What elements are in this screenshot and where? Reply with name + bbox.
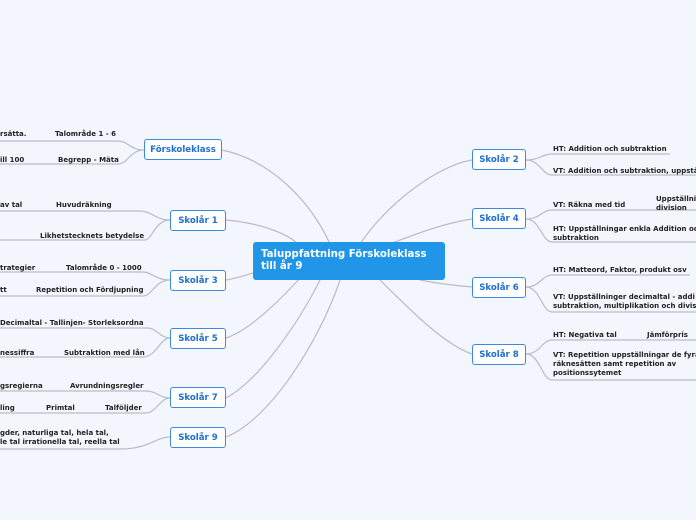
subtopic[interactable]: Begrepp - Mäta (58, 156, 119, 164)
node-skolar-9[interactable]: Skolår 9 (170, 427, 226, 448)
node-skolar-1[interactable]: Skolår 1 (170, 210, 226, 231)
subtopic[interactable]: Avrundningsregler (70, 382, 144, 390)
subtopic[interactable]: räknesätten samt repetition av (553, 360, 677, 368)
node-skolar-7[interactable]: Skolår 7 (170, 387, 226, 408)
link-skolar9 (225, 279, 341, 438)
subtopic[interactable]: Huvudräkning (56, 201, 112, 209)
subtopic[interactable]: VT: Repetition uppställningar de fyra (553, 351, 696, 359)
node-skolar-3[interactable]: Skolår 3 (170, 270, 226, 291)
central-title-line1: Taluppfattning Förskoleklass (261, 249, 427, 260)
subtopic[interactable]: division (656, 204, 687, 212)
subtopic[interactable]: ling (0, 404, 15, 412)
subtopic[interactable]: Subtraktion med lån (64, 349, 145, 357)
subtopic[interactable]: ill 100 (0, 156, 25, 164)
subtopic[interactable]: gsregierna (0, 382, 43, 390)
subtopic[interactable]: VT: Uppställninger decimaltal - addi (553, 293, 695, 301)
subtopic[interactable]: Repetition och Fördjupning (36, 286, 144, 294)
subtopic[interactable]: Talområde 0 - 1000 (66, 264, 142, 272)
node-skolar-4[interactable]: Skolår 4 (472, 208, 526, 229)
subtopic[interactable]: av tal (0, 201, 23, 209)
subtopic[interactable]: HT: Addition och subtraktion (553, 145, 667, 153)
node-forskoleklass[interactable]: Förskoleklass (144, 139, 222, 160)
subtopic[interactable]: Likhetstecknets betydelse (40, 232, 145, 240)
link-skolar4 (389, 218, 473, 245)
subtopic[interactable]: positionssytemet (553, 369, 622, 377)
subtopic[interactable]: Talföljder (105, 404, 142, 412)
subtopic[interactable]: subtraktion, multiplikation och divis (553, 302, 696, 310)
subtopic[interactable]: Primtal (46, 404, 75, 412)
central-title-line2: till år 9 (261, 261, 303, 272)
subtopic[interactable]: Jämförpris (647, 331, 688, 339)
subtopic[interactable]: HT: Uppställningar enkla Addition oc (553, 225, 696, 233)
node-skolar-8[interactable]: Skolår 8 (472, 344, 526, 365)
subtopic[interactable]: subtraktion (553, 234, 599, 242)
node-skolar-5[interactable]: Skolår 5 (170, 328, 226, 349)
subtopic[interactable]: VT: Räkna med tid (553, 201, 626, 209)
link-skolar8 (379, 279, 473, 355)
node-skolar-2[interactable]: Skolår 2 (472, 149, 526, 170)
subtopic[interactable]: Talområde 1 - 6 (55, 130, 116, 138)
subtopic[interactable]: le tal irrationella tal, reella tal (0, 438, 120, 446)
link-skolar7 (225, 279, 321, 399)
central-topic[interactable]: Taluppfattning Förskoleklass till år 9 (253, 242, 445, 280)
subtopic[interactable]: HT: Negativa tal (553, 331, 617, 339)
subtopic[interactable]: Decimaltal - Tallinjen- Storleksordna (0, 319, 144, 327)
subtopic[interactable]: tt (0, 286, 7, 294)
link-skolar1 (225, 219, 301, 247)
subtopic[interactable]: rsätta. (0, 130, 27, 138)
subtopic[interactable]: HT: Matteord, Faktor, produkt osv (553, 266, 687, 274)
link-skolar6 (419, 279, 473, 288)
link-skolar5 (225, 277, 301, 339)
link-forskoleklass (221, 149, 331, 245)
link-skolar2 (359, 159, 473, 245)
subtopic[interactable]: Uppställni (656, 195, 696, 203)
subtopic[interactable]: VT: Addition och subtraktion, uppstä (553, 167, 696, 175)
subtopic[interactable]: gder, naturliga tal, hela tal, (0, 429, 109, 437)
subtopic[interactable]: nessiffra (0, 349, 35, 357)
subtopic[interactable]: trategier (0, 264, 36, 272)
node-skolar-6[interactable]: Skolår 6 (472, 277, 526, 298)
